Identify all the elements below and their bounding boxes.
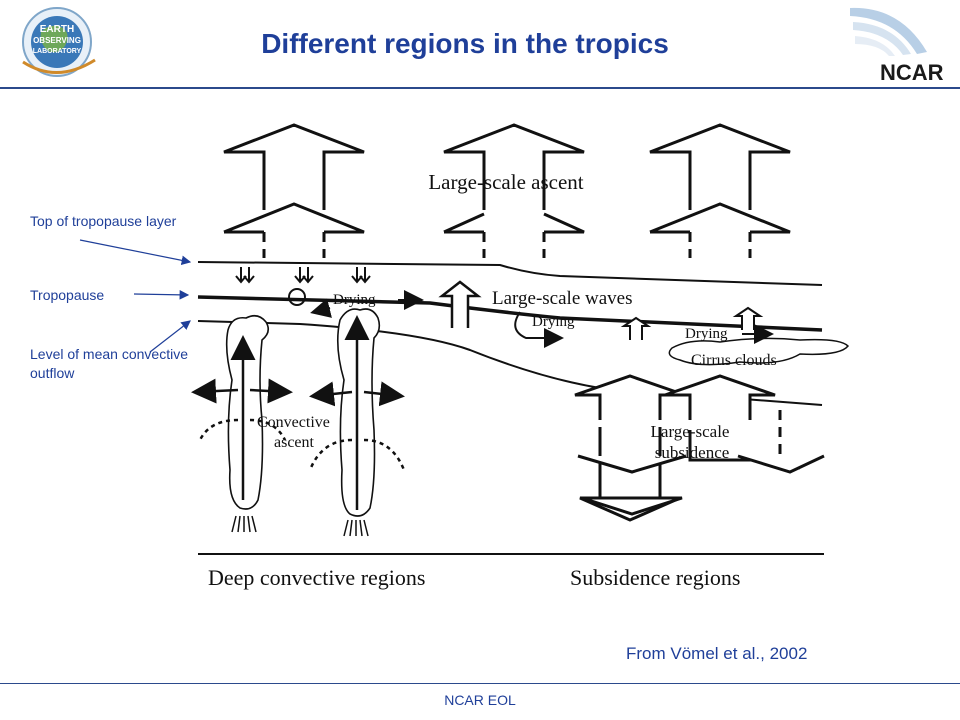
ascent-arrow (223, 123, 365, 210)
ncar-logo-swoosh (850, 7, 927, 56)
text-deep-convective-regions: Deep convective regions (208, 565, 425, 590)
convective-tower-left (225, 314, 270, 510)
label-tropopause: Tropopause (30, 287, 105, 303)
ascent-arrow (223, 202, 365, 234)
down-arrow (581, 496, 683, 516)
text-large-scale-ascent: Large-scale ascent (428, 170, 583, 194)
ascent-arrow (649, 202, 791, 234)
footer-rule (0, 683, 960, 684)
text-drying-1: Drying (333, 292, 376, 308)
ascent-arrows-top (223, 123, 791, 210)
top-of-tropopause-layer-line (197, 261, 823, 286)
ascent-arrow (649, 123, 791, 210)
text-cirrus-clouds: Cirrus clouds (691, 352, 777, 369)
text-subsidence: subsidence (655, 443, 730, 462)
ascent-arrow (443, 123, 585, 210)
tropopause-line (197, 295, 823, 332)
ice-particle (288, 288, 306, 306)
cirrus-cloud (668, 337, 850, 366)
eol-logo-line-3: LABORATORY (33, 48, 82, 55)
label-top-of-tropopause-layer: Top of tropopause layer (30, 213, 177, 229)
text-drying-3: Drying (685, 326, 728, 342)
eol-logo-line-1: EARTH (40, 24, 74, 35)
slide-title: Different regions in the tropics (261, 28, 669, 59)
convective-tower-right (336, 308, 381, 517)
text-convective: Convective (257, 414, 330, 431)
eol-logo-line-2: OBSERVING (33, 36, 81, 45)
header-rule (0, 87, 960, 89)
eol-logo: EARTH OBSERVING LABORATORY (22, 7, 96, 77)
text-drying-2: Drying (532, 314, 575, 330)
text-ascent: ascent (274, 434, 315, 451)
citation: From Vömel et al., 2002 (626, 644, 808, 663)
ascent-arrows-lower (223, 202, 791, 234)
label-mean-convective-outflow: Level of mean convective outflow (30, 346, 188, 381)
text-large-scale: Large-scale (651, 422, 730, 441)
text-subsidence-regions: Subsidence regions (570, 565, 740, 590)
text-large-scale-waves: Large-scale waves (492, 288, 633, 309)
footer-text: NCAR EOL (444, 692, 516, 708)
small-up-arrow (620, 316, 652, 340)
ascent-arrow (443, 212, 485, 234)
wave-up-arrow (438, 280, 482, 328)
down-arrow (737, 454, 825, 474)
down-arrow (577, 454, 687, 474)
ncar-logo-text: NCAR (880, 60, 944, 85)
subsidence-up-arrows (574, 374, 776, 420)
